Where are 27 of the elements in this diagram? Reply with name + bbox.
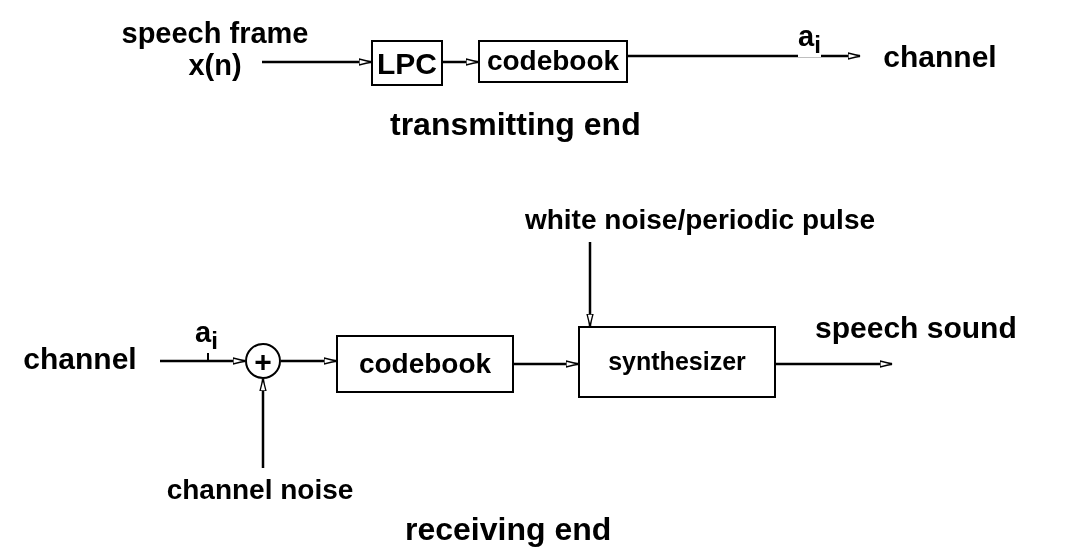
process-box: [336, 335, 514, 393]
process-box: [578, 326, 776, 398]
edge-label: speech sound: [815, 313, 1017, 343]
box-label: codebook: [486, 46, 620, 77]
process-box: [478, 40, 628, 83]
process-box: [371, 40, 443, 86]
box-label: LPC: [377, 46, 437, 80]
arrow: [160, 357, 246, 365]
arrow: [262, 58, 372, 66]
box-label: synthesizer: [608, 348, 746, 376]
arrow: [443, 58, 479, 66]
plus-sign: +: [254, 344, 272, 378]
section-caption: receiving end: [405, 513, 612, 545]
summing-junction: [245, 343, 281, 379]
arrow: [281, 357, 337, 365]
input-label: channel: [23, 341, 137, 375]
arrow: [628, 52, 861, 60]
box-label: codebook: [358, 348, 492, 380]
input-label: channel noise: [166, 474, 354, 506]
arrow: [586, 242, 594, 327]
arrow: [259, 378, 267, 468]
section-caption: transmitting end: [390, 108, 641, 140]
input-label: white noise/periodic pulse: [524, 204, 876, 236]
arrow: [776, 360, 893, 368]
arrow: [514, 360, 579, 368]
input-label: speech frame x(n): [120, 18, 310, 82]
output-label: channel: [883, 39, 997, 73]
